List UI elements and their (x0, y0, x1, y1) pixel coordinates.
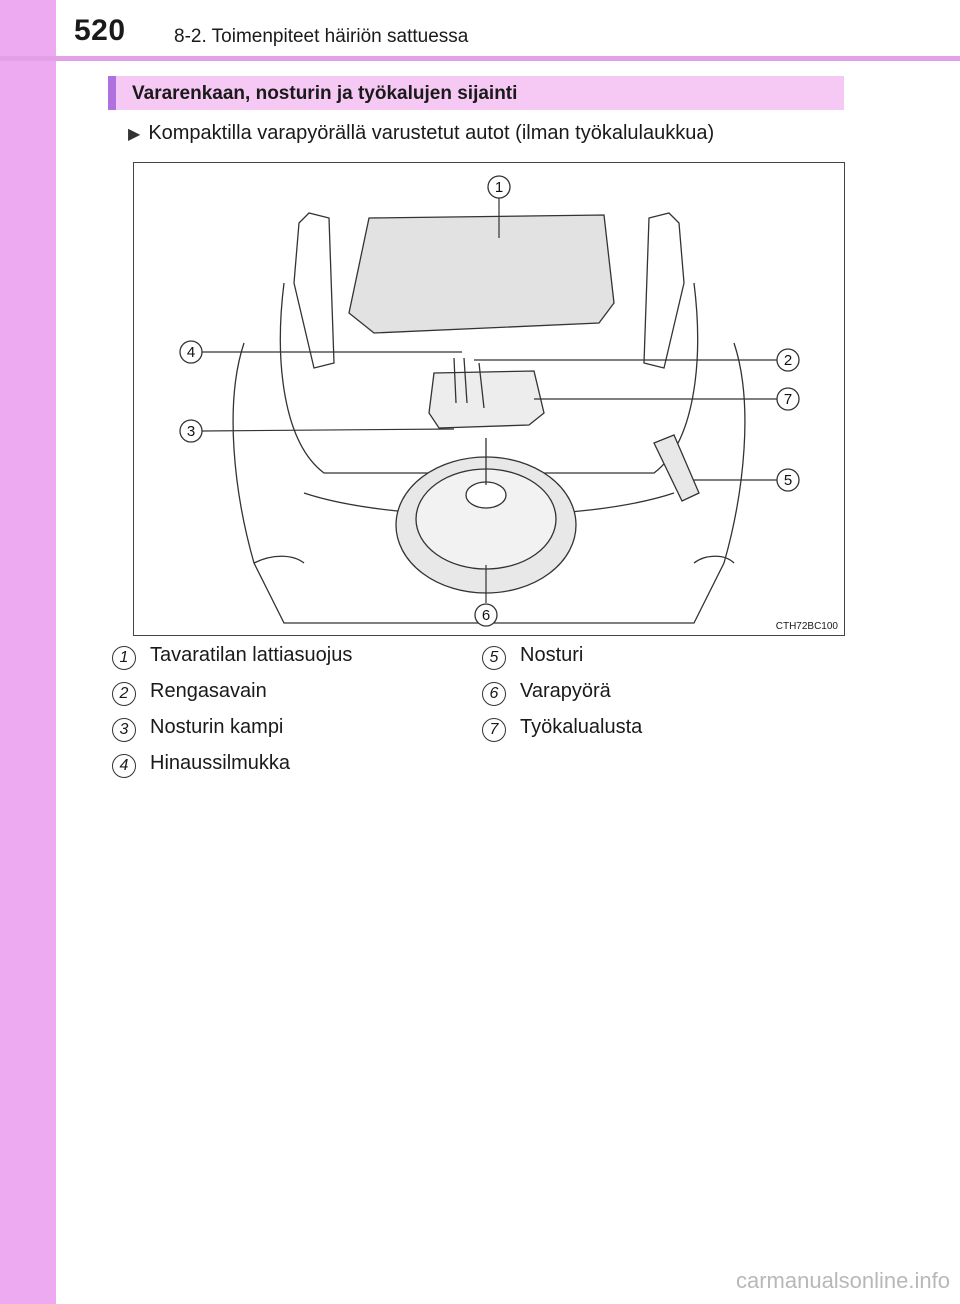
callout-6: 6 (482, 607, 490, 624)
legend-text: Rengasavain (150, 680, 267, 702)
callout-4: 4 (187, 344, 195, 361)
legend-number: 2 (112, 682, 136, 706)
side-band (0, 0, 56, 1304)
watermark: carmanualsonline.info (735, 1268, 950, 1293)
callout-5: 5 (784, 472, 792, 489)
figure-code: CTH72BC100 (775, 621, 838, 632)
callout-1: 1 (495, 179, 503, 196)
page-number: 520 (74, 14, 126, 47)
triangle-arrow-icon: ▶ (128, 126, 141, 143)
header-rule (0, 56, 960, 61)
page-header: 520 8-2. Toimenpiteet häiriön sattuessa (0, 0, 960, 62)
legend-number: 5 (482, 646, 506, 670)
legend-number: 4 (112, 754, 136, 778)
trunk-illustration: 1 2 3 4 5 6 7 (179, 175, 800, 627)
floor-cover (348, 214, 615, 334)
legend-number: 1 (112, 646, 136, 670)
jack-shape (653, 434, 700, 502)
subheading-text: Kompaktilla varapyörällä varustetut auto… (148, 122, 715, 144)
callout-2: 2 (784, 352, 792, 369)
legend-number: 6 (482, 682, 506, 706)
chapter-title: 8-2. Toimenpiteet häiriön sattuessa (174, 26, 469, 47)
legend-text: Nosturi (520, 644, 584, 666)
callout-3: 3 (187, 423, 195, 440)
callout-7: 7 (784, 391, 792, 408)
subheading: ▶ Kompaktilla varapyörällä varustetut aut… (128, 122, 714, 145)
legend-number: 3 (112, 718, 136, 742)
tool-tray-shape (428, 370, 545, 429)
section-bar: Vararenkaan, nosturin ja työkalujen sija… (108, 76, 844, 110)
trunk-figure: 1 2 3 4 5 6 7 CTH72BC100 (133, 162, 845, 636)
legend-text: Työkalualusta (520, 716, 643, 738)
section-title: Vararenkaan, nosturin ja työkalujen sija… (132, 83, 518, 104)
legend-number: 7 (482, 718, 506, 742)
legend-text: Hinaussilmukka (150, 752, 291, 774)
legend-text: Varapyörä (520, 680, 611, 702)
legend-text: Tavaratilan lattiasuojus (150, 644, 353, 666)
legend-text: Nosturin kampi (150, 716, 284, 738)
